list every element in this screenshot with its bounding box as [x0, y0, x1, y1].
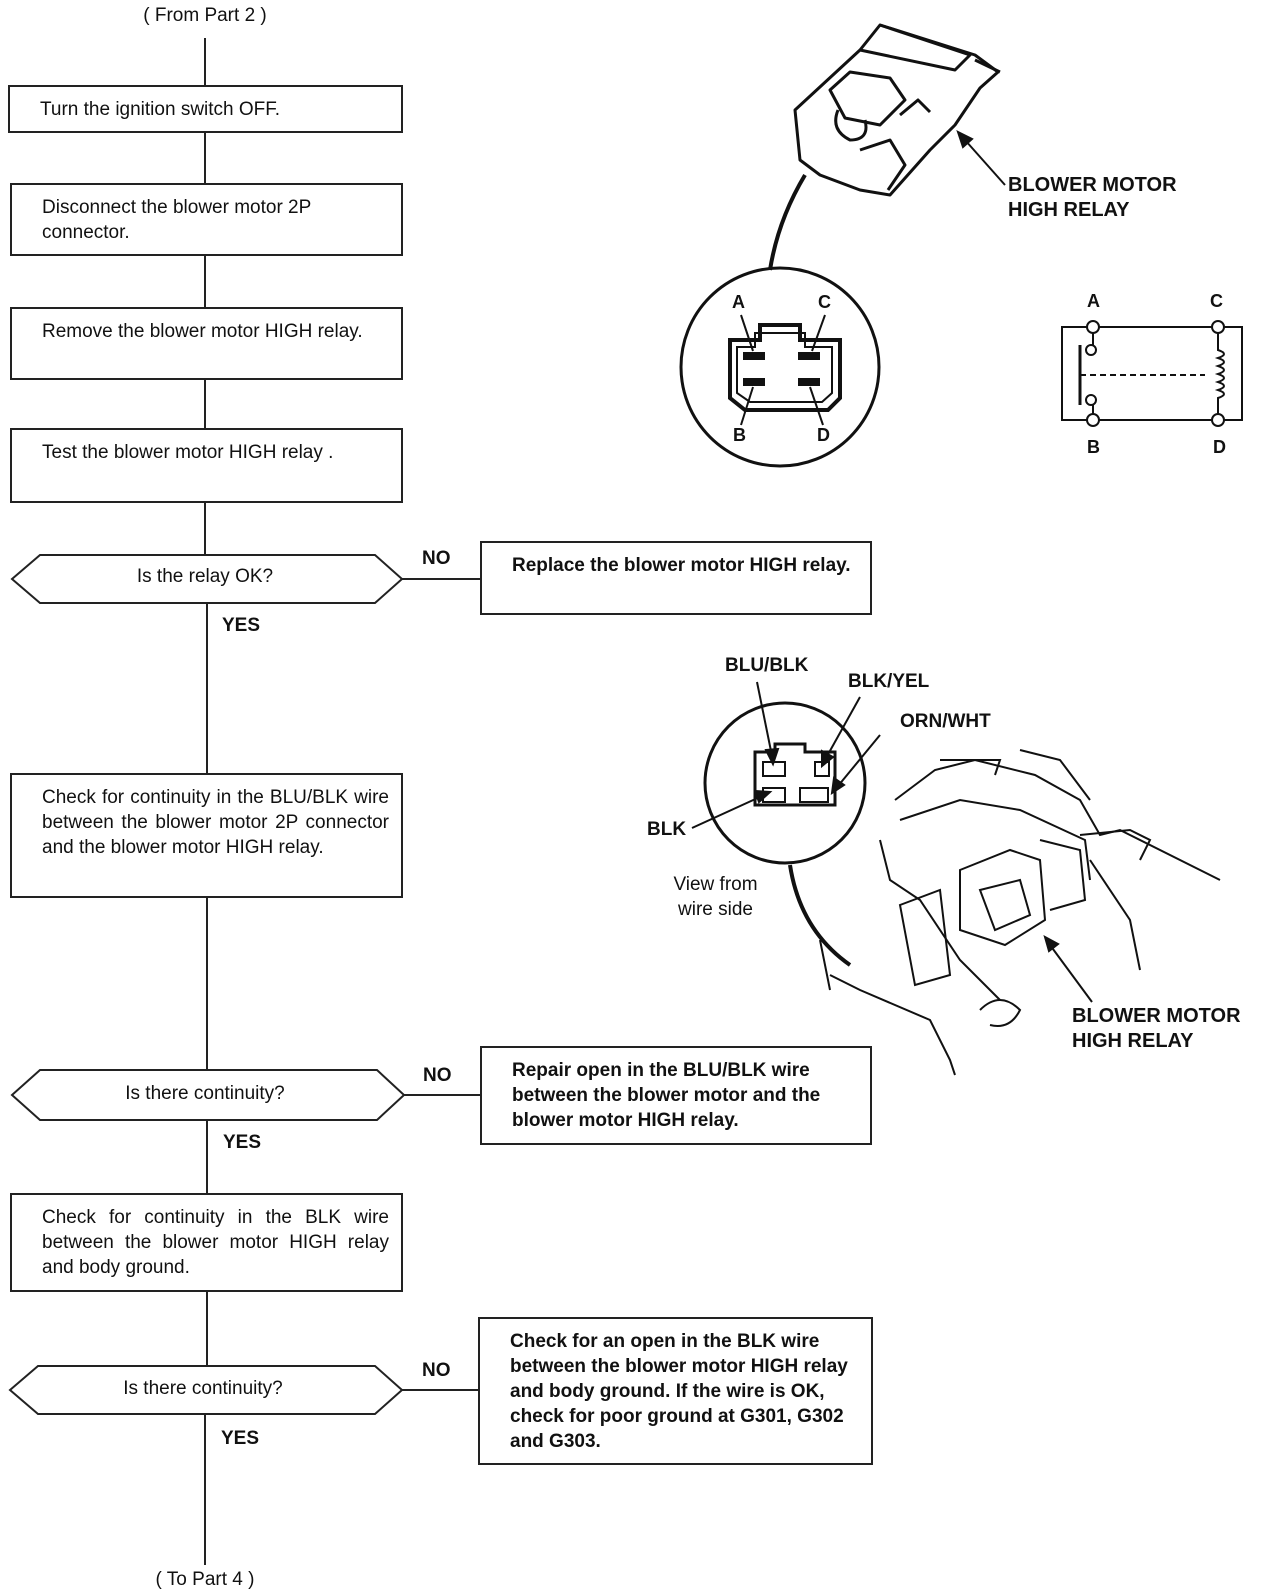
yes-label-1: YES	[222, 615, 261, 636]
relay-schematic	[1061, 320, 1243, 427]
action-text: Repair open in the BLU/BLK wire between …	[512, 1060, 821, 1131]
relay-illustration	[793, 23, 1001, 197]
connector-pin-d: D	[817, 425, 830, 445]
step-text: Disconnect the blower motor 2P connector…	[42, 197, 311, 243]
action-text: Check for an open in the BLK wire betwee…	[510, 1331, 848, 1452]
wire-label-blk-yel: BLK/YEL	[848, 671, 930, 692]
relay-title-label: BLOWER MOTOR HIGH RELAY	[1008, 174, 1177, 221]
step-text: Test the blower motor HIGH relay .	[42, 442, 334, 463]
action-text: Replace the blower motor HIGH relay.	[512, 555, 851, 576]
no-label-2: NO	[423, 1065, 452, 1086]
from-part-label: ( From Part 2 )	[143, 5, 267, 26]
wire-label-blu-blk: BLU/BLK	[725, 655, 809, 676]
decision-1-shape	[10, 554, 404, 604]
schematic-pin-d: D	[1213, 437, 1226, 457]
yes-label-3: YES	[221, 1428, 260, 1449]
step-turn-ignition-off: Turn the ignition switch OFF.	[8, 85, 403, 133]
relay-connector-face	[679, 266, 881, 468]
schematic-pin-c: C	[1210, 291, 1223, 311]
action-check-ground: Check for an open in the BLK wire betwee…	[478, 1317, 873, 1465]
view-note: View from wire side	[673, 874, 758, 920]
step-remove-relay: Remove the blower motor HIGH relay.	[10, 307, 403, 380]
decision-2-shape	[10, 1069, 406, 1121]
location-illustration	[703, 701, 1221, 1076]
step-text: Check for continuity in the BLU/BLK wire…	[42, 787, 389, 858]
step-text: Turn the ignition switch OFF.	[40, 99, 281, 120]
connector-pin-a: A	[732, 292, 745, 312]
no-label-1: NO	[422, 548, 451, 569]
step-check-blu-blk: Check for continuity in the BLU/BLK wire…	[10, 773, 403, 898]
to-part-label: ( To Part 4 )	[155, 1569, 255, 1590]
connector-pin-c: C	[818, 292, 831, 312]
step-text: Remove the blower motor HIGH relay.	[42, 321, 363, 342]
step-disconnect-connector: Disconnect the blower motor 2P connector…	[10, 183, 403, 256]
yes-label-2: YES	[223, 1132, 262, 1153]
location-relay-label: BLOWER MOTOR HIGH RELAY	[1072, 1005, 1241, 1052]
step-check-blk: Check for continuity in the BLK wire bet…	[10, 1193, 403, 1292]
wire-label-blk: BLK	[647, 819, 687, 840]
wire-label-orn-wht: ORN/WHT	[900, 711, 991, 732]
step-test-relay: Test the blower motor HIGH relay .	[10, 428, 403, 503]
action-repair-blu-blk: Repair open in the BLU/BLK wire between …	[480, 1046, 872, 1145]
connector-pin-b: B	[733, 425, 746, 445]
decision-continuity-2: Is there continuity?	[123, 1378, 283, 1399]
schematic-pin-b: B	[1087, 437, 1100, 457]
no-label-3: NO	[422, 1360, 451, 1381]
action-replace-relay: Replace the blower motor HIGH relay.	[480, 541, 872, 615]
decision-continuity-1: Is there continuity?	[125, 1083, 285, 1104]
schematic-pin-a: A	[1087, 291, 1100, 311]
decision-relay-ok: Is the relay OK?	[136, 566, 274, 587]
decision-3-shape	[8, 1365, 404, 1415]
step-text: Check for continuity in the BLK wire bet…	[42, 1207, 389, 1278]
